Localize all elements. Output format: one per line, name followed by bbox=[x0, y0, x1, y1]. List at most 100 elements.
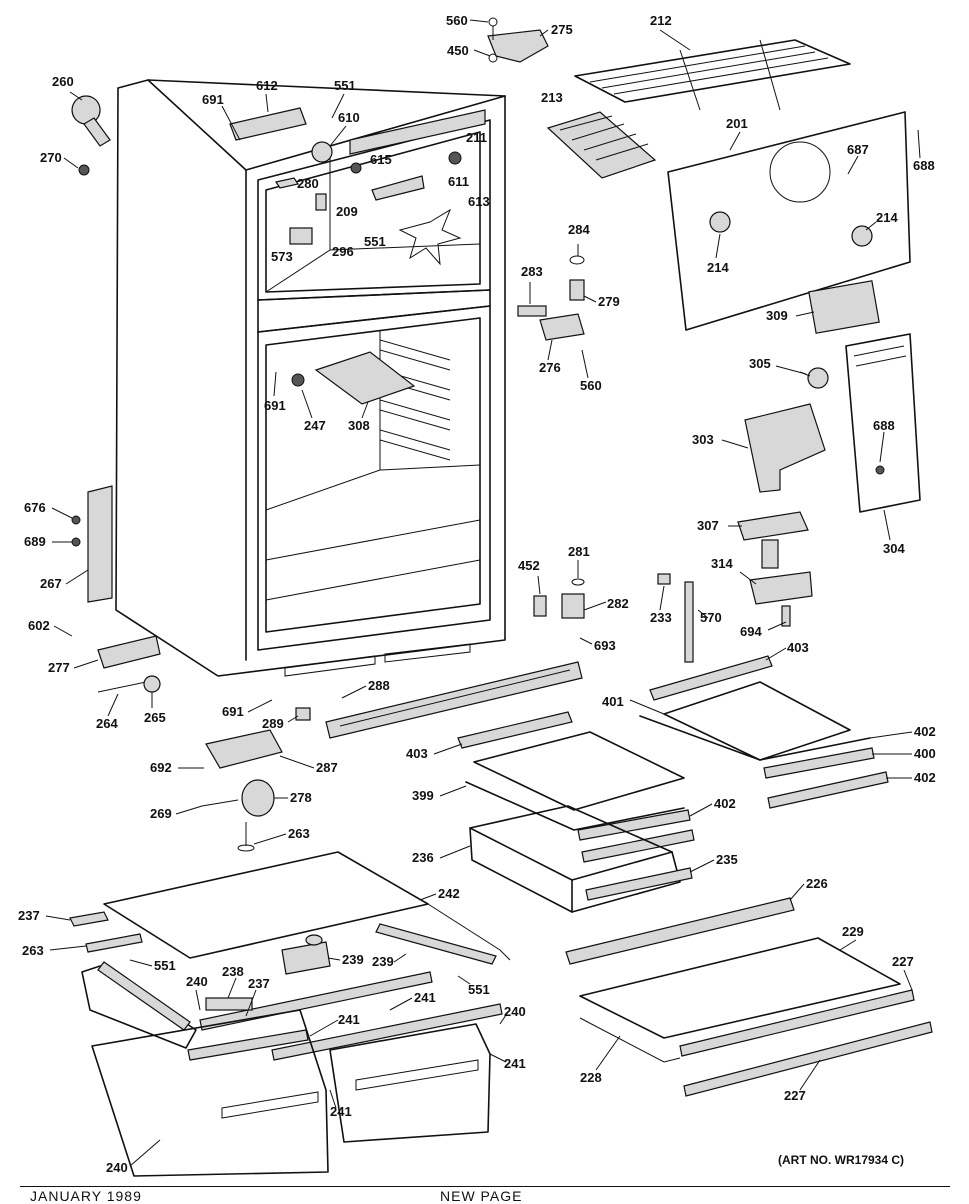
shelves-middle bbox=[457, 711, 695, 863]
part-label: 239 bbox=[342, 952, 364, 967]
part-label: 289 bbox=[262, 716, 284, 731]
light-shield bbox=[744, 403, 826, 493]
part-label: 241 bbox=[504, 1056, 526, 1071]
part-label: 278 bbox=[290, 790, 312, 805]
crisper-drawer-middle bbox=[469, 805, 693, 913]
part-label: 693 bbox=[594, 638, 616, 653]
part-label: 610 bbox=[338, 110, 360, 125]
part-label: 676 bbox=[24, 500, 46, 515]
part-label: 615 bbox=[370, 152, 392, 167]
part-label: 237 bbox=[18, 908, 40, 923]
part-label: 401 bbox=[602, 694, 624, 709]
part-label: 307 bbox=[697, 518, 719, 533]
part-label: 305 bbox=[749, 356, 771, 371]
part-label: 269 bbox=[150, 806, 172, 821]
crisper-drawers-left bbox=[91, 1009, 491, 1177]
part-label: 241 bbox=[330, 1104, 352, 1119]
part-label: 233 bbox=[650, 610, 672, 625]
part-label: 238 bbox=[222, 964, 244, 979]
toe-grille bbox=[325, 661, 583, 739]
control-knob-assembly bbox=[71, 95, 111, 176]
part-label: 560 bbox=[446, 13, 468, 28]
part-label: 242 bbox=[438, 886, 460, 901]
part-label: 226 bbox=[806, 876, 828, 891]
part-label: 235 bbox=[716, 852, 738, 867]
freezer-rear-panel bbox=[667, 111, 911, 331]
part-label: 612 bbox=[256, 78, 278, 93]
shelves-right bbox=[639, 655, 889, 809]
part-label: 227 bbox=[784, 1088, 806, 1103]
shelf-226-229 bbox=[565, 897, 933, 1097]
part-labels: 560 275 212 450 260 270 691 612 551 610 … bbox=[18, 13, 936, 1175]
control-housing bbox=[845, 333, 921, 513]
part-label: 279 bbox=[598, 294, 620, 309]
shelf-242 bbox=[69, 851, 511, 965]
art-number: (ART NO. WR17934 C) bbox=[778, 1153, 905, 1167]
part-label: 611 bbox=[448, 174, 469, 189]
part-label: 304 bbox=[883, 541, 905, 556]
part-label: 267 bbox=[40, 576, 62, 591]
part-label: 239 bbox=[372, 954, 394, 969]
part-label: 399 bbox=[412, 788, 434, 803]
part-label: 403 bbox=[787, 640, 809, 655]
part-label: 551 bbox=[334, 78, 356, 93]
part-label: 265 bbox=[144, 710, 166, 725]
refrigerator-cabinet bbox=[115, 79, 506, 677]
part-label: 452 bbox=[518, 558, 540, 573]
part-label: 212 bbox=[650, 13, 672, 28]
part-label: 241 bbox=[338, 1012, 360, 1027]
part-label: 237 bbox=[248, 976, 270, 991]
part-label: 551 bbox=[364, 234, 386, 249]
part-label: 309 bbox=[766, 308, 788, 323]
hinge-top bbox=[487, 17, 549, 63]
freezer-controls bbox=[229, 107, 462, 266]
part-label: 551 bbox=[154, 958, 176, 973]
part-label: 691 bbox=[202, 92, 224, 107]
part-label: 228 bbox=[580, 1070, 602, 1085]
part-label: 296 bbox=[332, 244, 354, 259]
light-bulb bbox=[799, 367, 829, 389]
ice-tray bbox=[546, 111, 657, 179]
part-label: 308 bbox=[348, 418, 370, 433]
part-label: 270 bbox=[40, 150, 62, 165]
part-label: 403 bbox=[406, 746, 428, 761]
part-label: 277 bbox=[48, 660, 70, 675]
door-stop-parts bbox=[517, 255, 585, 341]
part-label: 687 bbox=[847, 142, 869, 157]
part-label: 551 bbox=[468, 982, 490, 997]
footer-date: JANUARY 1989 bbox=[30, 1188, 142, 1204]
part-label: 201 bbox=[726, 116, 748, 131]
part-label: 691 bbox=[222, 704, 244, 719]
part-label: 284 bbox=[568, 222, 590, 237]
footer-rule bbox=[20, 1186, 950, 1187]
part-label: 692 bbox=[150, 760, 172, 775]
part-label: 247 bbox=[304, 418, 326, 433]
part-label: 560 bbox=[580, 378, 602, 393]
part-label: 280 bbox=[297, 176, 319, 191]
part-label: 688 bbox=[873, 418, 895, 433]
part-label: 691 bbox=[264, 398, 286, 413]
part-label: 241 bbox=[414, 990, 436, 1005]
part-label: 450 bbox=[447, 43, 469, 58]
part-label: 314 bbox=[711, 556, 733, 571]
part-label: 281 bbox=[568, 544, 590, 559]
part-label: 276 bbox=[539, 360, 561, 375]
shelf-bracket-308 bbox=[291, 351, 416, 405]
part-label: 602 bbox=[28, 618, 50, 633]
part-label: 402 bbox=[914, 724, 936, 739]
part-label: 400 bbox=[914, 746, 936, 761]
part-label: 402 bbox=[914, 770, 936, 785]
part-label: 214 bbox=[876, 210, 898, 225]
bottom-hinge bbox=[97, 635, 161, 693]
part-label: 236 bbox=[412, 850, 434, 865]
part-label: 288 bbox=[368, 678, 390, 693]
label-plate bbox=[808, 280, 880, 334]
part-label: 240 bbox=[186, 974, 208, 989]
leader-lines bbox=[45, 19, 921, 1167]
part-label: 570 bbox=[700, 610, 722, 625]
part-label: 240 bbox=[106, 1160, 128, 1175]
part-label: 689 bbox=[24, 534, 46, 549]
part-label: 260 bbox=[52, 74, 74, 89]
part-label: 240 bbox=[504, 1004, 526, 1019]
